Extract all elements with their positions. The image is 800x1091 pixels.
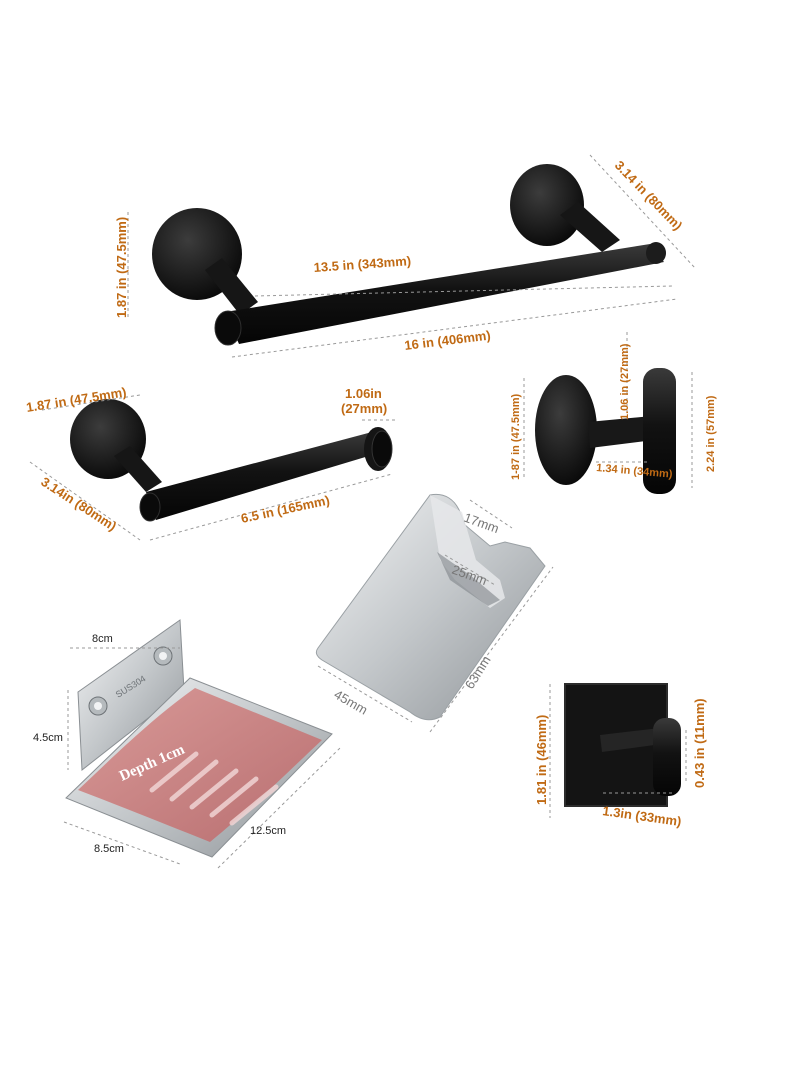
- bracket-plate: [315, 493, 546, 721]
- soap-dish-top-width-label: 8cm: [92, 633, 113, 645]
- paper-holder: 1.87 in (47.5mm) 3.14in (80mm) 6.5 in (1…: [25, 384, 397, 541]
- paper-holder-cap-label-line1: 1.06in: [345, 386, 382, 401]
- soap-dish-length-label: 12.5cm: [250, 825, 286, 837]
- adhesive-hook-height-label: 1.81 in (46mm): [534, 715, 549, 805]
- robe-hook-base-diameter-label: 1-87 in (47.5mm): [510, 393, 522, 480]
- robe-hook-arm: [588, 416, 654, 448]
- soap-dish-height-label: 4.5cm: [33, 732, 63, 744]
- paper-holder-rod-end: [139, 492, 161, 522]
- adhesive-hook: 1.81 in (46mm) 0.43 in (11mm) 1.3in (33m…: [534, 683, 707, 829]
- adhesive-hook-projection-label: 1.3in (33mm): [602, 803, 683, 829]
- towel-bar-left-post: [205, 258, 258, 315]
- towel-bar-right-post: [560, 202, 620, 252]
- robe-hook-height-label: 2.24 in (57mm): [705, 395, 717, 472]
- robe-hook-width-label: 1.06 in (27mm): [619, 343, 631, 420]
- towel-bar-total-length-label: 16 in (406mm): [404, 328, 492, 353]
- shower-bracket: 17mm 25mm 45mm 63mm: [315, 493, 554, 733]
- paper-holder-length-label: 6.5 in (165mm): [240, 492, 331, 525]
- towel-bar: 1.87 in (47.5mm) 13.5 in (343mm) 16 in (…: [114, 154, 696, 358]
- paper-holder-cap-label-line2: (27mm): [341, 401, 387, 416]
- robe-hook-post: [643, 368, 676, 494]
- paper-holder-post: [114, 446, 162, 492]
- soap-dish: SUS304 8cm 4.5cm Depth 1cm 8.5cm 12.5cm: [33, 619, 341, 869]
- paper-holder-rod: [146, 432, 382, 520]
- towel-bar-rod-tip: [646, 242, 666, 264]
- soap-dish-pink-insert: [78, 688, 322, 842]
- bracket-base-width-label: 45mm: [332, 687, 371, 718]
- adhesive-hook-hook-height-label: 0.43 in (11mm): [692, 698, 707, 788]
- towel-bar-rod-end: [214, 310, 242, 346]
- towel-bar-right-base: [510, 164, 584, 246]
- robe-hook-base: [535, 375, 597, 485]
- adhesive-hook-post: [653, 718, 681, 796]
- towel-bar-inner-length-label: 13.5 in (343mm): [313, 253, 411, 275]
- adhesive-hook-arm: [600, 728, 662, 752]
- robe-hook: 1-87 in (47.5mm) 1.06 in (27mm) 1.34 in …: [510, 332, 717, 494]
- soap-dish-front-width-label: 8.5cm: [94, 843, 124, 855]
- towel-bar-rod: [225, 244, 664, 344]
- towel-bar-projection-label: 3.14 in (80mm): [612, 158, 686, 233]
- paper-holder-projection-label: 3.14in (80mm): [38, 474, 119, 534]
- soap-dish-drain-slots: [149, 751, 279, 826]
- towel-bar-base-diameter-label: 1.87 in (47.5mm): [114, 217, 129, 318]
